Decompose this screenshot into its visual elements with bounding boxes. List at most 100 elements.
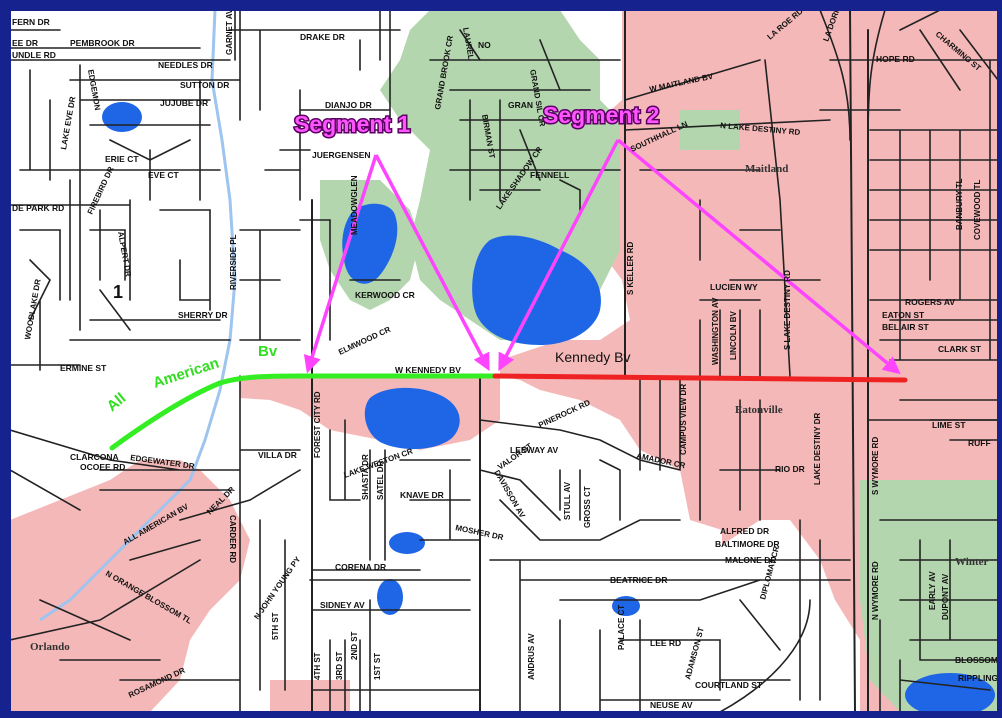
street-label: DE PARK RD (12, 203, 64, 213)
annotations: Segment 1 Segment 2 Kennedy Bv All Ameri… (104, 101, 661, 416)
marker-1-label: 1 (113, 282, 123, 302)
lake-bellamy (377, 579, 403, 615)
street-label: MALONE DR (725, 555, 776, 565)
street-label: FERN DR (12, 17, 50, 27)
street-label: 2ND ST (350, 631, 359, 660)
lakes (102, 102, 995, 712)
street-label: PEMBROOK DR (70, 38, 135, 48)
lake-eve (102, 102, 142, 132)
street-label: GRAN (508, 100, 533, 110)
street-label: VILLA DR (258, 450, 297, 460)
street-label: SUTTON DR (180, 80, 229, 90)
arrow-seg2-west (498, 139, 620, 372)
street-label: N WYMORE RD (871, 561, 880, 620)
street-label: SHERRY DR (178, 310, 228, 320)
street-label: JUJUBE DR (160, 98, 208, 108)
street-label: BEL AIR ST (882, 322, 930, 332)
street-label: 3RD ST (335, 651, 344, 680)
street-label: 5TH ST (271, 612, 280, 640)
street-label: SHASTA DR (361, 454, 370, 500)
street-label: ERIE CT (105, 154, 139, 164)
street-label: ERMINE ST (60, 363, 107, 373)
map-frame (9, 9, 999, 713)
segment-2-line (492, 373, 908, 383)
street-label: DIANJO DR (325, 100, 372, 110)
street-label: NEEDLES DR (158, 60, 213, 70)
place-label-orlando: Orlando (30, 641, 70, 653)
street-label: GROSS CT (583, 486, 592, 528)
street-label: COURTLAND ST (695, 680, 763, 690)
street-label: STULL AV (563, 481, 572, 520)
street-label: HOPE RD (876, 54, 915, 64)
street-label: RIPPLING (958, 673, 999, 683)
street-label: LIME ST (932, 420, 966, 430)
street-label: JUERGENSEN (312, 150, 371, 160)
lake-mann (389, 532, 425, 554)
place-label-eatonville: Eatonville (735, 404, 783, 416)
streets (10, 10, 998, 712)
street-label: WASHINGTON AV (711, 297, 720, 365)
street-label: LINCOLN BV (729, 310, 738, 360)
street-label: BLOSSOM (955, 655, 998, 665)
street-label: LUCIEN WY (710, 282, 758, 292)
street-label: 4TH ST (313, 652, 322, 680)
street-label: DUPONT AV (941, 573, 950, 620)
lake-weston (364, 387, 460, 450)
street-label: UNDLE RD (12, 50, 56, 60)
street-label: EE DR (12, 38, 38, 48)
street-label: NO (478, 40, 491, 50)
street-label: GARNET AV (225, 8, 234, 55)
street-label: S KELLER RD (626, 241, 635, 295)
street-label: 1ST ST (373, 653, 382, 680)
street-label: FENNELL (530, 170, 569, 180)
bv-label: Bv (258, 343, 278, 360)
segment-1-label: Segment 1 (294, 111, 411, 137)
kennedy-bv-label: Kennedy Bv (555, 349, 631, 365)
place-label-maitland: Maitland (745, 163, 788, 175)
street-label: ALFRED DR (720, 526, 769, 536)
street-label: EARLY AV (928, 571, 937, 610)
street-label: OCOEE RD (80, 462, 125, 472)
street-label: SATEL DR (376, 461, 385, 500)
street-label: LEE RD (650, 638, 681, 648)
street-label: NEUSE AV (650, 700, 693, 710)
street-label: S WYMORE RD (871, 437, 880, 495)
street-label: DRAKE DR (300, 32, 345, 42)
street-label: SIDNEY AV (320, 600, 365, 610)
street-label: ANDRUS AV (527, 633, 536, 680)
street-label: BEATRICE DR (610, 575, 667, 585)
street-label: CORENA DR (335, 562, 386, 572)
street-label: MEADOWGLEN (350, 175, 359, 235)
street-label: RIVERSIDE PL (229, 234, 238, 290)
street-label: RUFF (968, 438, 991, 448)
street-label: CAMPUS VIEW DR (679, 384, 688, 455)
street-label: EATON ST (882, 310, 925, 320)
street-label: BANBURY TL (955, 178, 964, 230)
segment-2-label: Segment 2 (543, 102, 659, 128)
lake-blossom (612, 596, 640, 616)
callout-arrows (303, 138, 901, 375)
arrow-seg2-east (616, 138, 901, 375)
street-label: PALACE CT (617, 605, 626, 650)
street-label: CLARCONA (70, 452, 119, 462)
street-label: W KENNEDY BV (395, 365, 461, 375)
arrow-seg1-east (374, 154, 490, 372)
street-label: FOREST CITY RD (313, 391, 322, 458)
place-labels: Maitland Eatonville Orlando Winter (30, 163, 989, 653)
street-label: BALTIMORE DR (715, 539, 780, 549)
street-label: S LAKE DESTINY RD (783, 270, 792, 350)
street-label: KNAVE DR (400, 490, 444, 500)
creek (39, 10, 237, 622)
street-label: LAKE DESTINY DR (813, 412, 822, 485)
place-label-winter: Winter (955, 556, 989, 568)
street-label: KERWOOD CR (355, 290, 415, 300)
segment-1-line (109, 373, 498, 451)
street-label: CLARK ST (938, 344, 982, 354)
lake-sunset (472, 235, 601, 345)
street-label: LEEWAY AV (510, 445, 559, 455)
street-label: EVE CT (148, 170, 180, 180)
arrow-seg1-west (303, 154, 378, 374)
street-label: RIO DR (775, 464, 805, 474)
street-label: COVEWOOD TL (973, 179, 982, 240)
